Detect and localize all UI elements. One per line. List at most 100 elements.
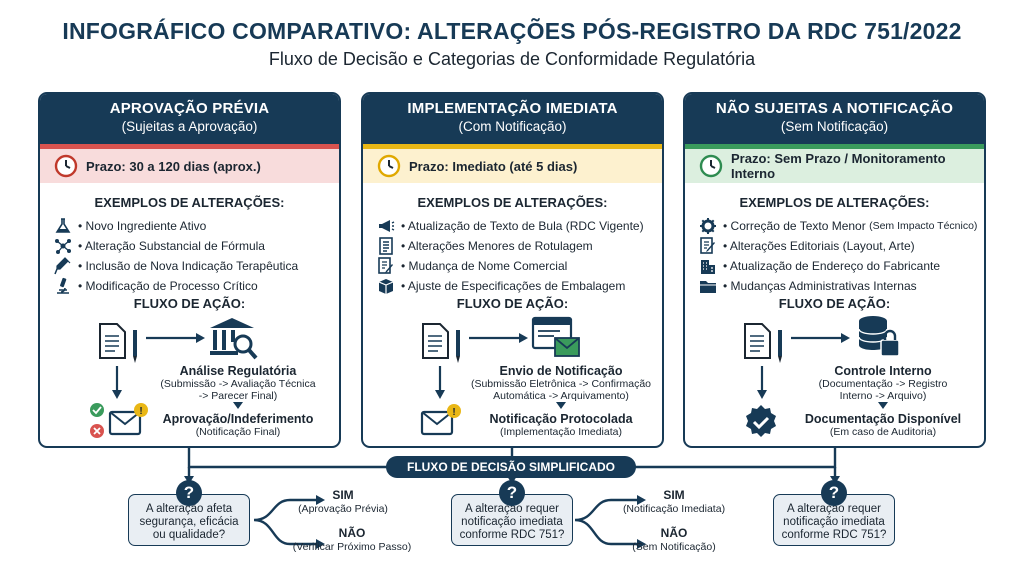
branch-label: NÃO	[660, 526, 688, 540]
card-accent-stripe	[363, 144, 662, 149]
prazo-row: Prazo: 30 a 120 dias (aprox.)	[40, 149, 339, 183]
examples-list: Novo Ingrediente Ativo Alteração Substan…	[40, 216, 339, 296]
branch-desc: (Verificar Próximo Passo)	[292, 541, 412, 553]
flow-title: FLUXO DE AÇÃO:	[778, 296, 891, 311]
example-text: Atualização de Texto de Bula (RDC Vigent…	[401, 219, 644, 233]
example-text: Alteração Substancial de Fórmula	[78, 239, 265, 253]
document-icon	[99, 323, 126, 359]
svg-text:!: !	[452, 407, 455, 418]
gear-icon	[700, 218, 716, 234]
branch-yes-2: SIM (Notificação Imediata)	[604, 489, 744, 516]
syringe-icon	[54, 257, 71, 275]
svg-text:!: !	[139, 406, 142, 417]
branch-yes-1: SIM (Aprovação Prévia)	[278, 489, 408, 516]
example-note: (Sem Impacto Técnico)	[869, 220, 978, 232]
list-item: Modificação de Processo Crítico	[54, 276, 339, 296]
prazo-text: Prazo: 30 a 120 dias (aprox.)	[86, 158, 261, 174]
list-item: Atualização de Endereço do Fabricante	[699, 256, 984, 276]
examples-title: EXEMPLOS DE ALTERAÇÕES:	[739, 195, 930, 210]
small-arrow-down	[556, 402, 566, 409]
branch-label: SIM	[332, 488, 354, 502]
pen-icon	[133, 330, 137, 363]
clock-icon	[377, 154, 401, 178]
example-text: Alterações Menores de Rotulagem	[401, 239, 593, 253]
card-title: IMPLEMENTAÇÃO IMEDIATA	[407, 100, 618, 117]
branch-desc: (Notificação Imediata)	[622, 503, 726, 515]
card-implementacao-imediata: IMPLEMENTAÇÃO IMEDIATA (Com Notificação)…	[361, 92, 664, 448]
step1-desc-line: (Submissão -> Avaliação Técnica	[160, 378, 316, 390]
pen-icon	[778, 330, 782, 363]
step1-title: Análise Regulatória	[179, 364, 297, 378]
card-header: APROVAÇÃO PRÉVIA (Sujeitas a Aprovação)	[40, 94, 339, 144]
step2-desc: (Notificação Final)	[140, 426, 336, 438]
example-text: Modificação de Processo Crítico	[78, 279, 258, 293]
pen-icon	[456, 330, 460, 363]
example-text: Correção de Texto Menor	[723, 219, 866, 233]
step1-desc-line: Interno -> Arquivo)	[839, 390, 927, 402]
example-text: Atualização de Endereço do Fabricante	[723, 259, 940, 273]
molecule-icon	[55, 239, 71, 254]
card-header: IMPLEMENTAÇÃO IMEDIATA (Com Notificação)	[363, 94, 662, 144]
list-item: Atualização de Texto de Bula (RDC Vigent…	[377, 216, 662, 236]
step1-title: Envio de Notificação	[499, 364, 623, 378]
card-title: APROVAÇÃO PRÉVIA	[109, 100, 270, 117]
list-item: Alterações Editoriais (Layout, Arte)	[699, 236, 984, 256]
example-text: Mudanças Administrativas Internas	[723, 279, 917, 293]
card-header: NÃO SUJEITAS A NOTIFICAÇÃO (Sem Notifica…	[685, 94, 984, 144]
megaphone-icon	[379, 220, 395, 232]
examples-list: Correção de Texto Menor (Sem Impacto Téc…	[685, 216, 984, 296]
flow-title: FLUXO DE AÇÃO:	[133, 296, 246, 311]
prazo-text: Prazo: Sem Prazo / Monitoramento Interno	[731, 151, 946, 181]
card-subtitle: (Com Notificação)	[458, 119, 567, 134]
branch-label: NÃO	[338, 526, 366, 540]
list-item: Novo Ingrediente Ativo	[54, 216, 339, 236]
step2-desc-line: (Em caso de Auditoria)	[829, 426, 937, 438]
card-subtitle: (Sujeitas a Aprovação)	[121, 119, 258, 134]
document-icon	[422, 323, 449, 359]
step1-desc-line: (Submissão Eletrônica -> Confirmação	[470, 378, 652, 390]
arrow-down	[435, 366, 445, 399]
arrow-right	[146, 333, 205, 343]
list-item: Mudança de Nome Comercial	[377, 256, 662, 276]
flask-icon	[55, 218, 71, 233]
web-mail-icon	[531, 316, 580, 357]
small-arrow-down	[878, 402, 888, 409]
step2-title: Aprovação/Indeferimento	[162, 412, 314, 426]
step2-desc: (Em caso de Auditoria)	[785, 426, 981, 438]
prazo-row: Prazo: Imediato (até 5 dias)	[363, 149, 662, 183]
example-text: Alterações Editoriais (Layout, Arte)	[723, 239, 915, 253]
arrow-right	[791, 333, 850, 343]
branch-no-2: NÃO (Sem Notificação)	[604, 527, 744, 554]
step1-title: Controle Interno	[834, 364, 932, 378]
step1-desc: (Documentação -> Registro Interno -> Arq…	[785, 378, 981, 402]
branch-label: SIM	[663, 488, 685, 502]
branch-desc: (Aprovação Prévia)	[298, 503, 388, 515]
question-icon: ?	[499, 480, 525, 506]
edit-document-icon	[378, 257, 393, 274]
step2-title: Documentação Disponível	[804, 412, 962, 426]
list-item: Alterações Menores de Rotulagem	[377, 236, 662, 256]
institution-icon	[210, 318, 258, 360]
step2-desc-line: (Implementação Imediata)	[500, 426, 622, 438]
examples-title: EXEMPLOS DE ALTERAÇÕES:	[94, 195, 285, 210]
decision-box-2: A alteração requer notificação imediata …	[451, 494, 573, 546]
branch-desc: (Sem Notificação)	[632, 541, 716, 553]
prazo-text: Prazo: Imediato (até 5 dias)	[409, 158, 578, 174]
examples-title: EXEMPLOS DE ALTERAÇÕES:	[417, 195, 608, 210]
branch-no-1: NÃO (Verificar Próximo Passo)	[282, 527, 422, 554]
question-icon: ?	[821, 480, 847, 506]
microscope-icon	[57, 277, 69, 294]
clock-icon	[54, 154, 78, 178]
pencil-doc-icon	[700, 237, 715, 254]
step2-desc: (Implementação Imediata)	[463, 426, 659, 438]
notification-mail-icon: !	[420, 404, 461, 436]
prazo-row: Prazo: Sem Prazo / Monitoramento Interno	[685, 149, 984, 183]
list-item: Ajuste de Especificações de Embalagem	[377, 276, 662, 296]
examples-list: Atualização de Texto de Bula (RDC Vigent…	[363, 216, 662, 296]
decision-flow-title: FLUXO DE DECISÃO SIMPLIFICADO	[386, 456, 636, 478]
list-item: Mudanças Administrativas Internas	[699, 276, 984, 296]
example-text: Novo Ingrediente Ativo	[78, 219, 207, 233]
card-nao-sujeitas: NÃO SUJEITAS A NOTIFICAÇÃO (Sem Notifica…	[683, 92, 986, 448]
list-item: Alteração Substancial de Fórmula	[54, 236, 339, 256]
page-subtitle: Fluxo de Decisão e Categorias de Conform…	[268, 49, 756, 69]
